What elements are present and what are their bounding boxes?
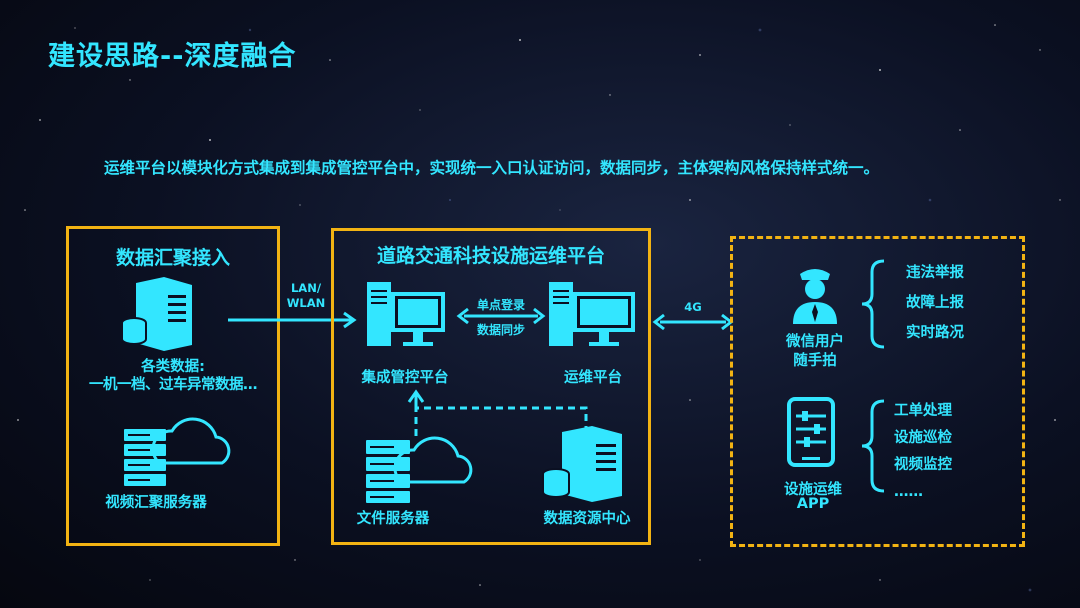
- server-database-icon: [121, 277, 192, 351]
- page-title: 建设思路--深度融合: [48, 41, 297, 72]
- app-item: 设施巡检: [894, 430, 952, 446]
- file-server-label: 文件服务器: [356, 511, 430, 527]
- app-label: 设施运维: [784, 482, 842, 498]
- data-types-detail: 一机一档、过车异常数据…: [89, 377, 258, 393]
- user-avatar-icon: [793, 269, 837, 324]
- app-item: ……: [894, 484, 923, 500]
- integrated-platform-label: 集成管控平台: [361, 370, 449, 386]
- data-aggregation-box: [66, 226, 280, 546]
- data-center-server-icon: [542, 426, 622, 502]
- 4g-label: 4G: [684, 300, 702, 314]
- sso-label: 单点登录: [476, 298, 525, 312]
- wechat-user-label: 微信用户: [786, 334, 844, 350]
- ops-platform-label: 运维平台: [564, 370, 622, 386]
- page-subtitle: 运维平台以模块化方式集成到集成管控平台中，实现统一入口认证访问，数据同步，主体架…: [104, 159, 880, 177]
- data-types-label: 各类数据:: [141, 359, 205, 375]
- wechat-item: 实时路况: [906, 325, 964, 341]
- wechat-snap-label: 随手拍: [793, 353, 837, 369]
- app-brace-icon: [861, 399, 885, 493]
- wechat-item: 违法举报: [906, 265, 964, 281]
- app-item: 工单处理: [894, 403, 952, 419]
- app-name-label: APP: [796, 496, 830, 512]
- wechat-item: 故障上报: [906, 295, 964, 311]
- sync-label: 数据同步: [476, 323, 525, 337]
- file-server-cloud-icon: [366, 436, 473, 503]
- app-item: 视频监控: [894, 457, 952, 473]
- sync-double-arrow: [456, 307, 546, 325]
- wlan-label: WLAN: [286, 296, 326, 310]
- mobile-app-icon: [787, 397, 835, 467]
- ops-platform-title: 道路交通科技设施运维平台: [376, 245, 605, 267]
- wechat-brace-icon: [861, 259, 885, 349]
- 4g-double-arrow: [652, 313, 734, 331]
- wechat-item-list: 违法举报 故障上报 实时路况: [906, 258, 964, 348]
- app-item-list: 工单处理 设施巡检 视频监控 ……: [894, 398, 952, 506]
- data-aggregation-title: 数据汇聚接入: [115, 247, 230, 269]
- video-server-label: 视频汇聚服务器: [105, 495, 207, 511]
- lan-label: LAN/: [290, 281, 322, 295]
- ops-platform-computer-icon: [549, 282, 635, 346]
- ops-platform-box: [331, 228, 651, 545]
- dashed-upload-arrow: [407, 389, 588, 436]
- mobile-access-box: [730, 236, 1025, 547]
- cloud-server-icon: [124, 417, 231, 486]
- integrated-platform-computer-icon: [367, 282, 445, 346]
- data-center-label: 数据资源中心: [543, 511, 631, 527]
